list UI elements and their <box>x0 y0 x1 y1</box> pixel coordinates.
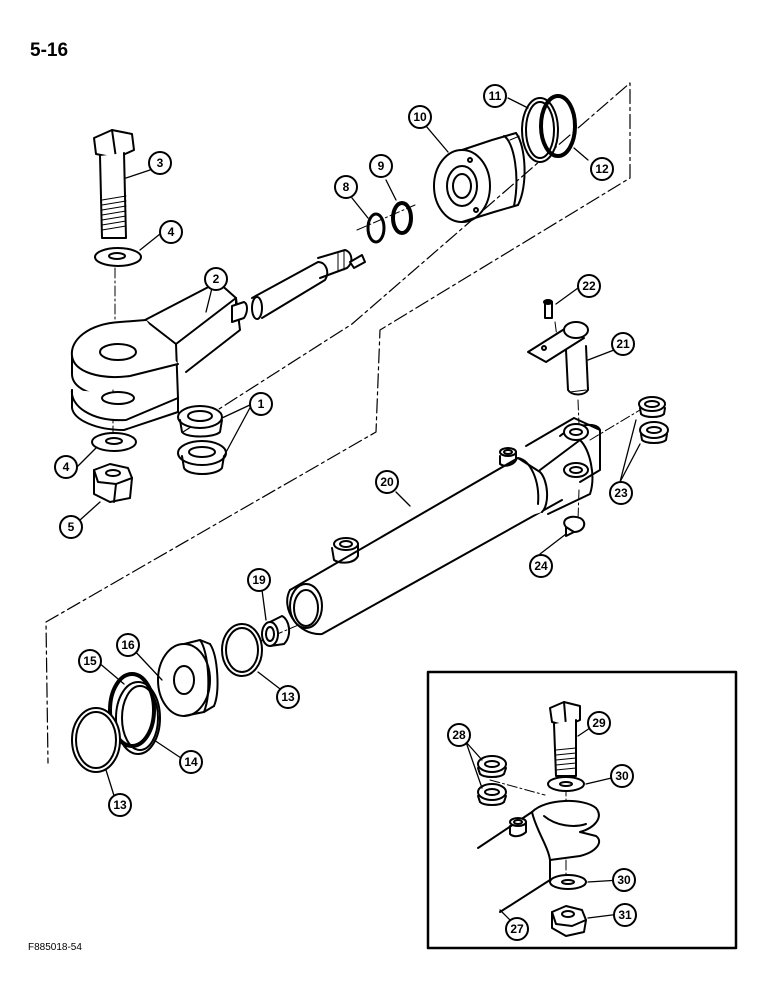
clevis-rod-icon <box>70 249 353 431</box>
callout-label: 1 <box>258 397 265 411</box>
callout-labels: 1234458910111213131415161920212223242728… <box>63 89 632 936</box>
callout-label: 5 <box>68 520 75 534</box>
callout-label: 15 <box>83 654 97 668</box>
inset-washer-lower-icon <box>549 874 587 890</box>
inset-nut-icon <box>551 905 587 937</box>
washer-upper-icon <box>94 247 142 267</box>
ring-13-upper-icon <box>221 623 263 677</box>
piston-rod-icon <box>251 249 366 320</box>
inset-washer-upper-icon <box>547 776 585 792</box>
nut-icon <box>93 463 133 503</box>
retaining-ring-icon <box>563 515 586 537</box>
callout-label: 30 <box>615 769 629 783</box>
leader-lines <box>77 97 641 923</box>
inset-bolt-icon <box>549 701 581 777</box>
wear-ring-icon <box>261 615 290 647</box>
ring-13-lower-icon <box>71 707 121 773</box>
bushing-icons <box>177 405 227 475</box>
callout-label: 29 <box>592 716 606 730</box>
callout-label: 14 <box>184 755 198 769</box>
callout-circles <box>54 84 637 941</box>
callout-label: 23 <box>614 486 628 500</box>
callout-label: 4 <box>168 225 175 239</box>
callout-label: 24 <box>534 559 548 573</box>
figure-code: F885018-54 <box>28 942 82 953</box>
page-number: 5-16 <box>30 40 69 61</box>
callout-label: 4 <box>63 460 70 474</box>
gland-icon <box>433 132 526 223</box>
callout-label: 27 <box>510 922 524 936</box>
callout-label: 11 <box>489 89 502 103</box>
callout-label: 31 <box>618 908 632 922</box>
o-ring-icons <box>366 201 413 244</box>
piston-icon <box>157 639 219 717</box>
callout-label: 30 <box>617 873 631 887</box>
callout-label: 3 <box>157 156 164 170</box>
callout-label: 16 <box>121 638 135 652</box>
washer-lower-icon <box>91 432 137 452</box>
seal-ring-icons <box>108 672 161 755</box>
callout-label: 13 <box>113 798 127 812</box>
inset-bushing-icons <box>477 755 507 806</box>
boundary-line <box>45 82 631 764</box>
callout-label: 8 <box>343 180 350 194</box>
pin-icons <box>527 299 589 396</box>
ring-icons <box>521 94 577 163</box>
callout-label: 19 <box>252 573 266 587</box>
callout-label: 13 <box>281 690 295 704</box>
bolt-icon <box>93 129 135 239</box>
callout-label: 22 <box>582 279 596 293</box>
callout-label: 10 <box>413 110 427 124</box>
clevis-bushing-icons <box>638 396 669 444</box>
callout-label: 12 <box>595 162 609 176</box>
callout-label: 9 <box>378 159 385 173</box>
inset-frame <box>426 670 738 950</box>
callout-label: 21 <box>616 337 630 351</box>
callout-label: 28 <box>452 728 466 742</box>
inset-barrel-icon <box>477 799 601 913</box>
cylinder-barrel-icon <box>286 417 601 636</box>
callout-label: 2 <box>213 272 220 286</box>
callout-label: 20 <box>380 475 394 489</box>
